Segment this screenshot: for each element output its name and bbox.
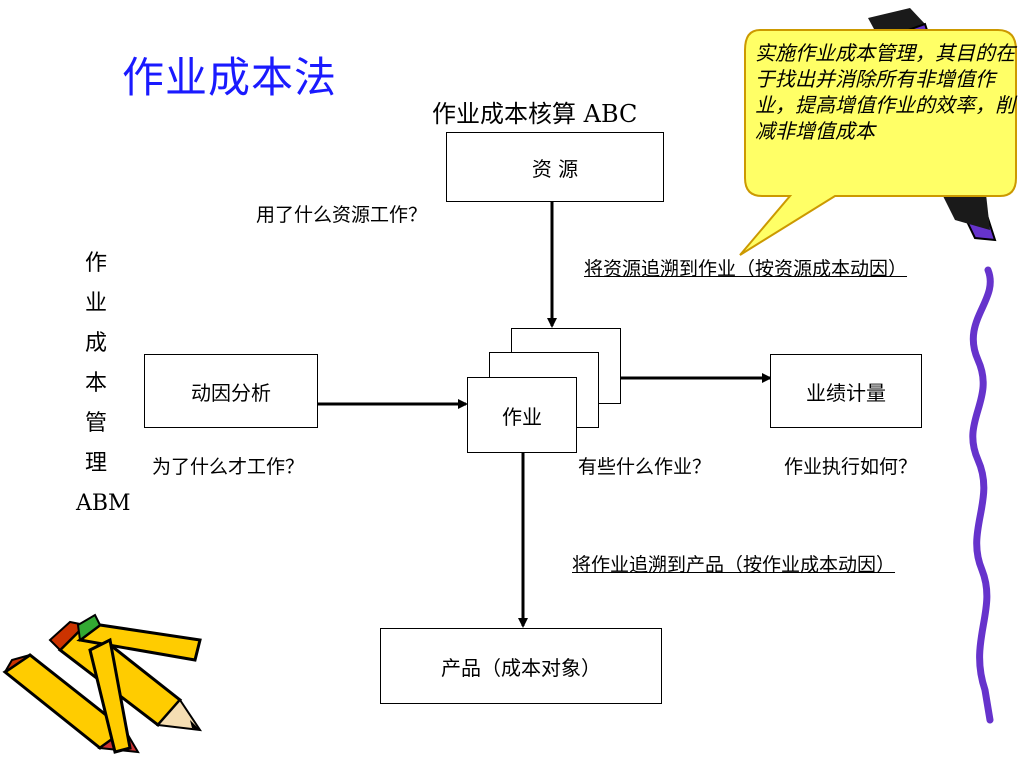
trace-resource-to-activity: 将资源追溯到作业（按资源成本动因） (584, 258, 908, 280)
abm-char: 成 (84, 331, 107, 356)
crayon-icon (2, 613, 202, 754)
callout-text: 实施作业成本管理，其目的在于找出并消除所有非增值作业，提高增值作业的效率，削减非… (755, 41, 1015, 143)
activity-question: 有些什么作业？ (578, 456, 712, 478)
resources-box: 资 源 (446, 132, 664, 202)
abm-char: 理 (84, 451, 107, 476)
performance-question: 作业执行如何？ (784, 456, 918, 478)
abm-vertical-label: 作 业 成 本 管 理 ABM (76, 244, 131, 524)
product-box: 产品（成本对象） (380, 628, 662, 704)
abc-title: 作业成本核算 ABC (432, 100, 638, 128)
activity-box: 作业 (467, 377, 577, 453)
wavy-border-icon (969, 266, 994, 724)
abm-char: ABM (76, 491, 131, 516)
abm-char: 业 (84, 291, 107, 316)
callout-bubble (739, 29, 1017, 256)
trace-activity-to-product: 将作业追溯到产品（按作业成本动因） (572, 554, 896, 576)
abm-char: 作 (84, 251, 107, 276)
page-title: 作业成本法 (122, 53, 338, 102)
driver-question: 为了什么才工作？ (152, 456, 305, 478)
performance-box: 业绩计量 (770, 354, 922, 428)
abm-char: 管 (84, 411, 107, 436)
resources-question: 用了什么资源工作？ (256, 204, 428, 226)
driver-analysis-box: 动因分析 (144, 354, 318, 428)
abm-char: 本 (84, 371, 107, 396)
